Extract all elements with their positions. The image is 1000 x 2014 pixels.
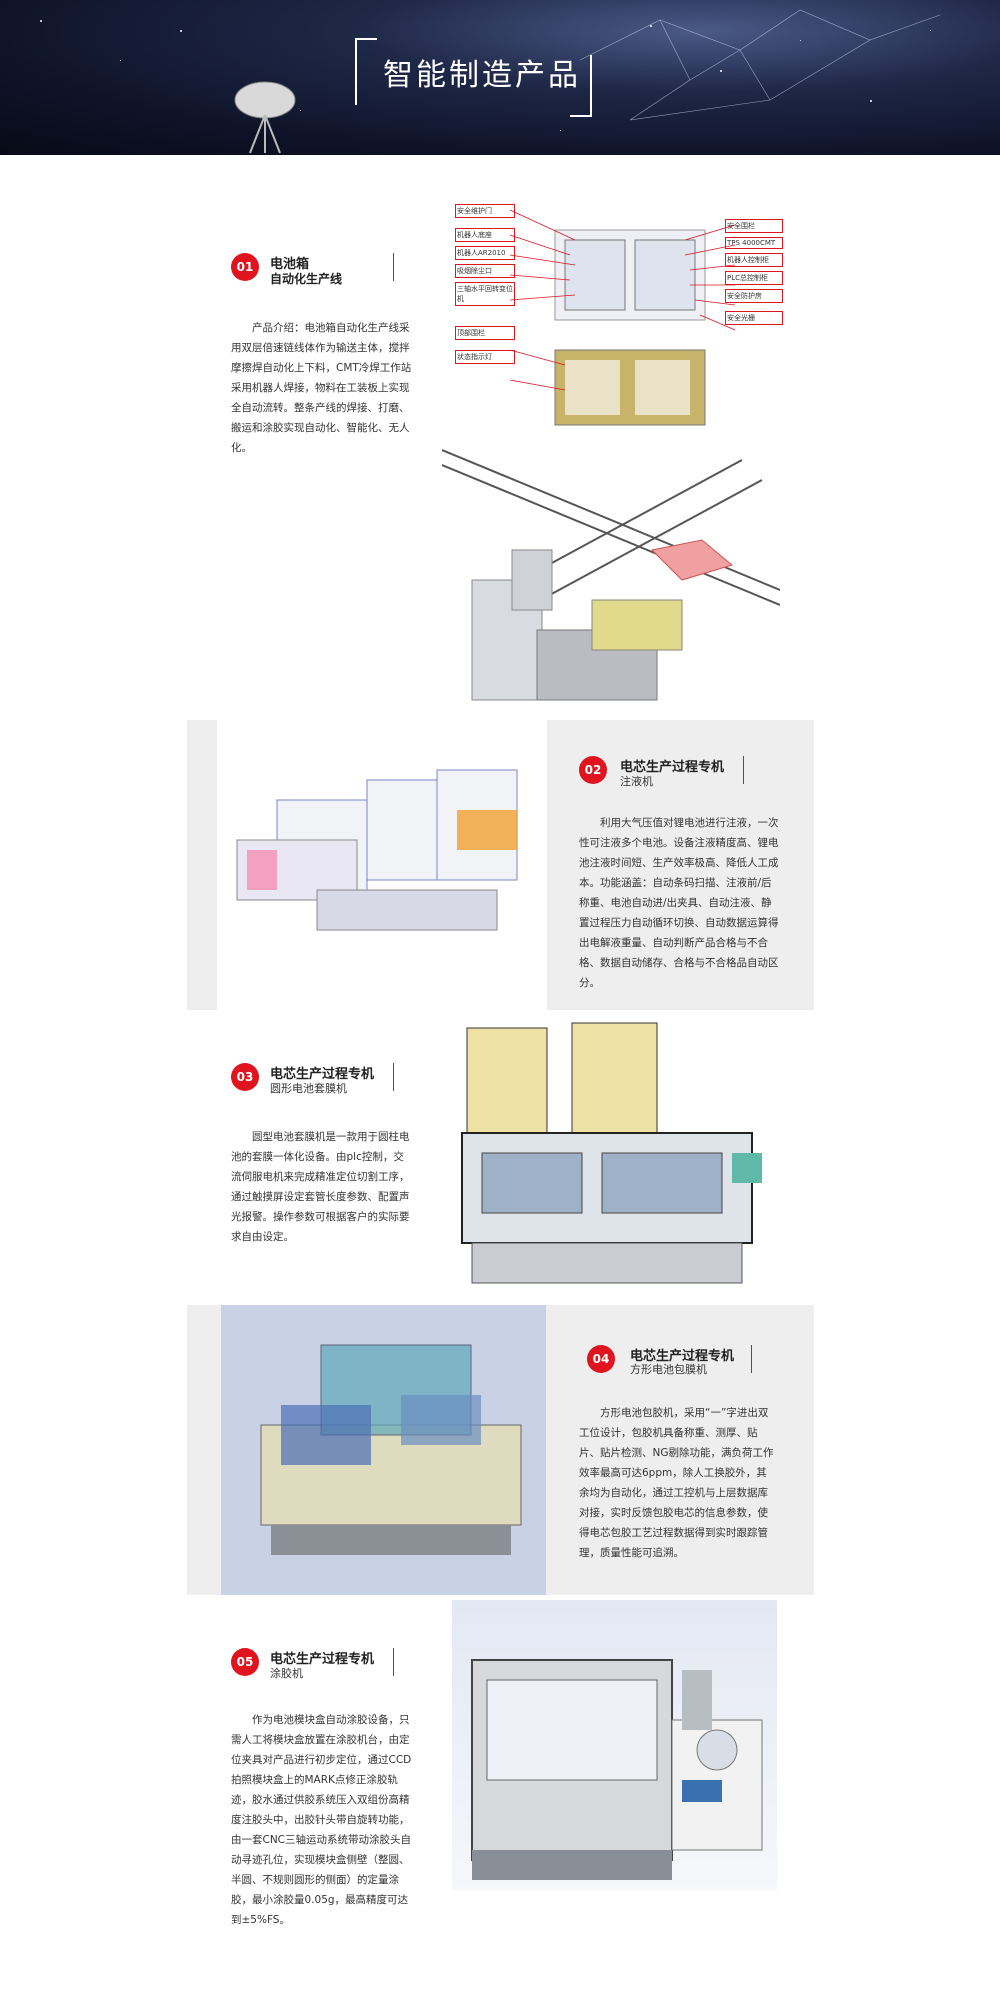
section-number: 05	[231, 1648, 259, 1676]
section-number: 02	[579, 756, 607, 784]
section-title: 电芯生产过程专机	[630, 1349, 735, 1364]
section-subtitle: 圆形电池套膜机	[270, 1082, 347, 1095]
radar-dish-icon	[234, 81, 296, 154]
diagram-labels-left: 安全维护门 机器人底座 机器人AR2010 吸烟除尘口 三轴水平回转变位机 顶部…	[455, 200, 515, 374]
section-subtitle: 注液机	[620, 775, 653, 788]
title-divider	[393, 1648, 394, 1676]
section-description: 圆型电池套膜机是一款用于圆柱电池的套膜一体化设备。由plc控制，交流伺服电机来完…	[231, 1131, 410, 1243]
section-title: 电芯生产过程专机	[270, 1067, 375, 1082]
title-bracket-right	[570, 55, 592, 117]
section-subtitle: 涂胶机	[270, 1667, 303, 1680]
title-divider	[393, 253, 394, 281]
prismatic-wrapping-machine-render	[221, 1305, 546, 1595]
section-number: 04	[587, 1345, 615, 1373]
section-number: 03	[231, 1063, 259, 1091]
title-divider	[393, 1063, 394, 1091]
constellation-lines	[579, 9, 941, 121]
title-divider	[743, 756, 744, 784]
section-description: 方形电池包胶机，采用“一”字进出双工位设计，包胶机具备称重、测厚、贴片、贴片检测…	[579, 1407, 774, 1559]
section-description-2: 功能涵盖：自动条码扫描、注液前/后称重、电池自动进/出夹具、自动注液、静置过程压…	[579, 877, 779, 989]
section-description: 作为电池模块盒自动涂胶设备，只需人工将模块盒放置在涂胶机台，由定位夹具对产品进行…	[231, 1714, 412, 1926]
battery-box-line-render	[442, 440, 780, 718]
header-banner: 智能制造产品	[0, 0, 1000, 155]
section-title: 电池箱	[270, 257, 310, 272]
section-description: 利用大气压值对锂电池进行注液，一次性可注液多个电池。设备注液精度高、锂电池注液时…	[579, 817, 779, 889]
injection-machine-render	[217, 720, 547, 1010]
workstation-layout-diagram: 安全维护门 机器人底座 机器人AR2010 吸烟除尘口 三轴水平回转变位机 顶部…	[455, 200, 785, 435]
diagram-labels-right: 安全围栏 TPS 4000CMT 机器人控制柜 PLC总控制柜 安全防护房 安全…	[725, 215, 783, 333]
title-bracket-left	[355, 38, 377, 105]
film-wrapping-machine-render	[452, 1013, 777, 1298]
title-divider	[751, 1345, 752, 1373]
dispensing-machine-render	[452, 1600, 777, 1890]
page-title: 智能制造产品	[383, 58, 581, 93]
section-subtitle: 自动化生产线	[270, 272, 343, 286]
section-subtitle: 方形电池包膜机	[630, 1363, 707, 1376]
section-number: 01	[231, 253, 259, 281]
section-title: 电芯生产过程专机	[270, 1652, 375, 1667]
section-title: 电芯生产过程专机	[620, 760, 725, 775]
section-description: 产品介绍：电池箱自动化生产线采用双层倍速链线体作为输送主体，搅拌摩擦焊自动化上下…	[231, 322, 412, 454]
